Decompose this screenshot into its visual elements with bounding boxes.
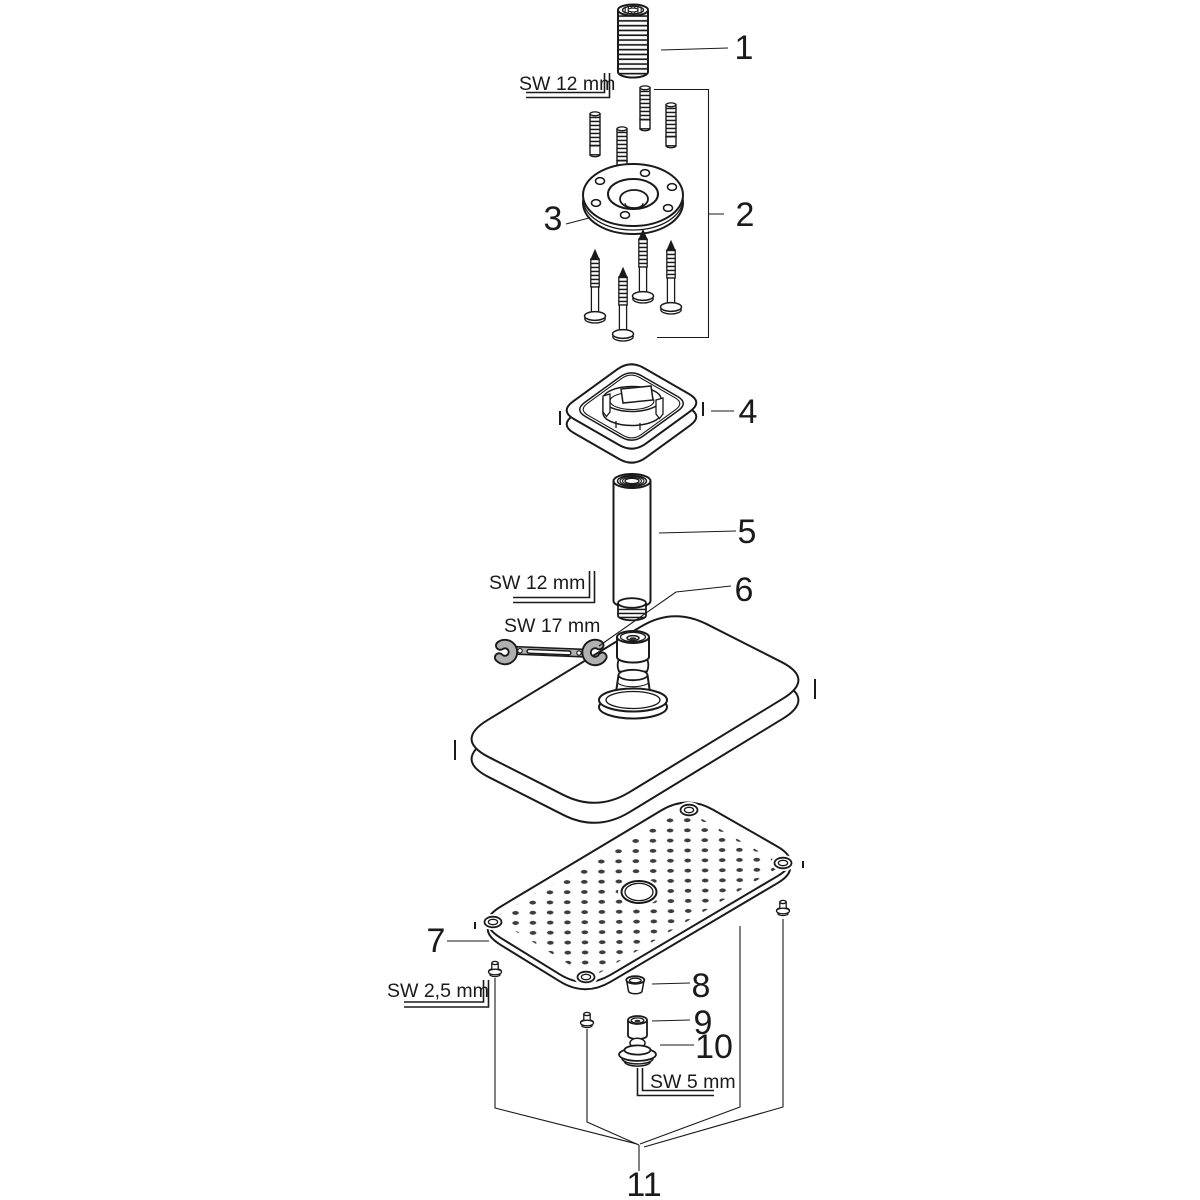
wood-screw — [583, 249, 607, 324]
inlet-connector — [598, 630, 668, 720]
leader-lines-11 — [494, 919, 784, 1171]
wood-screw — [631, 229, 655, 304]
callout-7: 7 — [427, 922, 446, 960]
part-2-screws — [583, 229, 683, 342]
part-8-nozzle-grommet — [625, 975, 646, 995]
center-hole — [618, 878, 660, 906]
allen-key-2-5-icon — [404, 980, 490, 1008]
stud-bolt — [589, 111, 601, 158]
escutcheon-clip-ring — [602, 385, 664, 430]
part-7-spray-plate — [474, 801, 804, 991]
allen-key-12-mid-icon — [513, 571, 596, 604]
part-3-mounting-flange — [582, 163, 684, 235]
corner-screw-hole — [677, 802, 701, 818]
leader-line-8 — [651, 982, 691, 985]
callout-4: 4 — [739, 393, 758, 431]
callout-8: 8 — [692, 967, 711, 1005]
leader-line-3 — [565, 217, 590, 225]
allen-key-2-5-label: SW 2,5 mm — [387, 980, 489, 1002]
part-4-square-escutcheon — [559, 363, 704, 464]
allen-key-12-mid-label: SW 12 mm — [489, 572, 585, 594]
open-end-wrench-17-label: SW 17 mm — [504, 615, 600, 637]
leader-line-5 — [658, 530, 737, 534]
leader-line-1 — [660, 47, 729, 51]
corner-screw-hole — [574, 969, 598, 985]
callout-6: 6 — [735, 571, 754, 609]
allen-key-12-top-label: SW 12 mm — [519, 73, 615, 95]
wood-screw — [611, 267, 635, 342]
callout-5: 5 — [738, 513, 757, 551]
callout-3: 3 — [544, 200, 563, 238]
leader-line-9 — [651, 1019, 691, 1022]
callout-11: 11 — [626, 1166, 661, 1200]
callout-2: 2 — [736, 196, 755, 234]
spray-plate-screw — [579, 1011, 595, 1029]
part-10-swivel-base — [618, 1037, 657, 1067]
leader-line-6 — [598, 585, 732, 647]
allen-key-12-top-icon — [526, 73, 611, 99]
spray-plate-screw — [775, 899, 791, 917]
bracket-line-2 — [654, 88, 724, 339]
callout-10: 10 — [695, 1028, 733, 1066]
allen-key-5-icon — [636, 1068, 714, 1097]
part-9-aerator-insert — [627, 1015, 648, 1040]
corner-screw-hole — [771, 855, 795, 871]
spray-plate-screw — [487, 960, 503, 978]
part-2-fastener-set — [589, 85, 677, 173]
stud-bolt — [665, 102, 677, 149]
open-end-wrench-17-icon — [493, 638, 608, 667]
callout-1: 1 — [735, 29, 754, 67]
allen-key-5-label: SW 5 mm — [650, 1071, 736, 1093]
wood-screw — [659, 240, 683, 315]
part-5-ceiling-arm — [612, 473, 652, 622]
corner-screw-hole — [481, 914, 505, 930]
part-1-hose-nipple — [617, 3, 649, 79]
stud-bolt — [639, 85, 651, 132]
callout-9: 9 — [694, 1004, 713, 1042]
